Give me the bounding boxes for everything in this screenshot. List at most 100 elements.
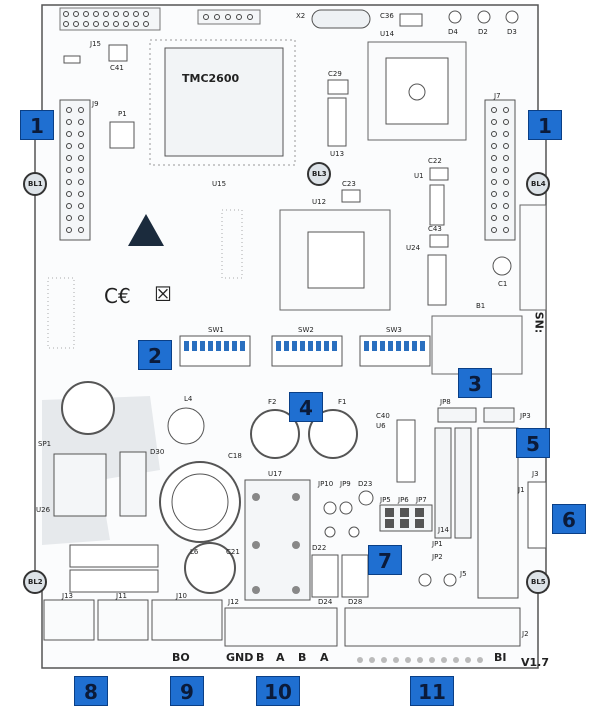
d28-label: D28 — [348, 598, 363, 606]
u24-label: U24 — [406, 244, 421, 252]
bl4-label: BL4 — [531, 180, 546, 188]
u12-label: U12 — [312, 198, 327, 206]
j11-label: J11 — [116, 592, 127, 600]
mount-hole-bl1 — [23, 172, 47, 196]
header-top-left — [59, 7, 161, 31]
jp7-label: JP7 — [416, 496, 427, 504]
terminal-j10 — [151, 599, 223, 641]
header-top-mid — [197, 9, 261, 25]
j2-label: J2 — [522, 630, 529, 638]
version-label: V1.7 — [521, 656, 549, 669]
callout-5: 5 — [516, 428, 550, 458]
jp5-label: JP5 — [380, 496, 391, 504]
a2-terminal-label: A — [320, 651, 329, 664]
u26-label: U26 — [36, 506, 51, 514]
weee-icon: ☒ — [154, 282, 172, 306]
c18-label: C18 — [228, 452, 242, 460]
dip-switch-sw2 — [271, 335, 343, 367]
esd-symbol — [128, 214, 164, 246]
c36-label: C36 — [380, 12, 394, 20]
j15-label: J15 — [90, 40, 101, 48]
c40-label: C40 — [376, 412, 390, 420]
c23-label: C23 — [342, 180, 356, 188]
bl2-label: BL2 — [28, 578, 43, 586]
callout-11: 11 — [410, 676, 454, 706]
d23-label: D23 — [358, 480, 373, 488]
terminal-j13 — [43, 599, 95, 641]
terminal-j2 — [344, 607, 521, 647]
sw1-label: SW1 — [208, 326, 224, 334]
callout-1-right: 1 — [528, 110, 562, 140]
d4-label: D4 — [448, 28, 458, 36]
j9-label: J9 — [92, 100, 99, 108]
jp3-label: JP3 — [520, 412, 531, 420]
c36 — [399, 13, 423, 27]
sp1 — [53, 453, 107, 517]
f1-label: F1 — [338, 398, 347, 406]
chip-tmc2600-label: TMC2600 — [182, 72, 240, 85]
u1-label: U1 — [414, 172, 424, 180]
c41-label: C41 — [110, 64, 124, 72]
b2-terminal-label: B — [298, 651, 307, 664]
callout-8: 8 — [74, 676, 108, 706]
j12-label: J12 — [228, 598, 239, 606]
d2-label: D2 — [478, 28, 488, 36]
dip-switch-sw1 — [179, 335, 251, 367]
j1-label: J1 — [518, 486, 525, 494]
u17-label: U17 — [268, 470, 283, 478]
c1-label: C1 — [498, 280, 508, 288]
callout-7: 7 — [368, 545, 402, 575]
bl5-label: BL5 — [531, 578, 546, 586]
gnd-label: GND — [226, 651, 254, 664]
bl3-label: BL3 — [312, 170, 327, 178]
c22-label: C22 — [428, 157, 442, 165]
mount-hole-bl5 — [526, 570, 550, 594]
chip-tmc2600 — [164, 47, 284, 157]
dip-switch-sw3 — [359, 335, 431, 367]
c21-label: C21 — [226, 548, 240, 556]
mount-hole-bl4 — [526, 172, 550, 196]
mount-hole-bl3 — [307, 162, 331, 186]
capacitor-big — [61, 381, 115, 435]
callout-6: 6 — [552, 504, 586, 534]
j10-label: J10 — [176, 592, 187, 600]
d22-label: D22 — [312, 544, 327, 552]
l6-label: L6 — [190, 548, 199, 556]
callout-4: 4 — [289, 392, 323, 422]
c29-label: C29 — [328, 70, 342, 78]
d30-label: D30 — [150, 448, 165, 456]
u13-label: U13 — [330, 150, 345, 158]
sw3-label: SW3 — [386, 326, 402, 334]
callout-2: 2 — [138, 340, 172, 370]
j13-label: J13 — [62, 592, 73, 600]
j7-label: J7 — [494, 92, 501, 100]
sn-label: SN: — [532, 311, 546, 334]
header-j9 — [59, 99, 91, 241]
u6-label: U6 — [376, 422, 386, 430]
f2-label: F2 — [268, 398, 277, 406]
p1-label: P1 — [118, 110, 127, 118]
callout-10: 10 — [256, 676, 300, 706]
terminal-j1 — [477, 427, 519, 599]
callout-3: 3 — [458, 368, 492, 398]
fuse-f2 — [250, 409, 300, 459]
j14-label: J14 — [438, 526, 449, 534]
sp1-label: SP1 — [38, 440, 52, 448]
mount-hole-bl2 — [23, 570, 47, 594]
terminal-j12 — [224, 607, 338, 647]
fuse-f1 — [308, 409, 358, 459]
x2-label: X2 — [296, 12, 306, 20]
d24-label: D24 — [318, 598, 333, 606]
terminal-j11 — [97, 599, 149, 641]
l4-label: L4 — [184, 395, 193, 403]
jp8-label: JP8 — [440, 398, 451, 406]
sw2-label: SW2 — [298, 326, 314, 334]
jp2-label: JP2 — [432, 553, 443, 561]
callout-1-left: 1 — [20, 110, 54, 140]
c43-label: C43 — [428, 225, 442, 233]
bo-label: BO — [172, 651, 190, 664]
b1-terminal-label: B — [256, 651, 265, 664]
header-j7 — [484, 99, 516, 241]
crystal-x2 — [311, 9, 371, 29]
